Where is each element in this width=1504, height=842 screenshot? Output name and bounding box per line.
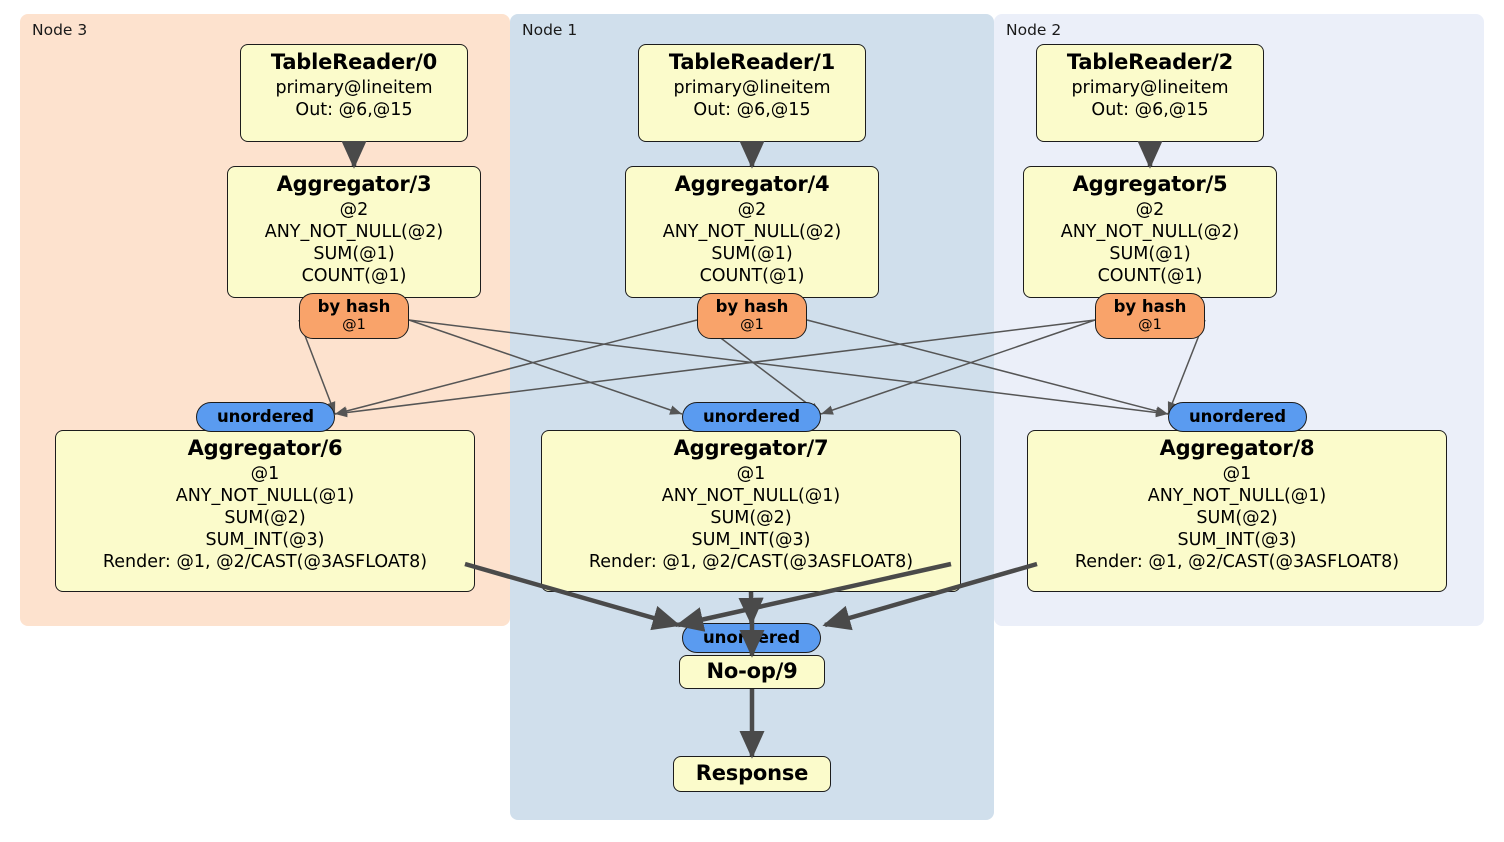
input-sync-unordered7[interactable]: unordered (682, 402, 821, 432)
processor-detail: SUM_INT(@3) (691, 529, 811, 550)
router-type-label: by hash (317, 297, 391, 317)
router-column-label: @1 (1138, 317, 1162, 334)
processor-title: Aggregator/8 (1159, 436, 1315, 460)
processor-aggregator6[interactable]: Aggregator/6 @1 ANY_NOT_NULL(@1) SUM(@2)… (55, 430, 475, 592)
node-region-label: Node 2 (1006, 21, 1062, 39)
processor-detail: primary@lineitem (1071, 77, 1229, 98)
router-column-label: @1 (740, 317, 764, 334)
processor-detail: @2 (1135, 199, 1165, 220)
processor-detail: @1 (736, 463, 766, 484)
processor-render: Render: @1, @2/CAST(@3ASFLOAT8) (588, 551, 914, 572)
processor-detail: ANY_NOT_NULL(@2) (1060, 221, 1240, 242)
processor-title: Response (695, 760, 809, 785)
processor-detail: ANY_NOT_NULL(@1) (1147, 485, 1327, 506)
input-sync-unordered8[interactable]: unordered (1168, 402, 1307, 432)
processor-render: Render: @1, @2/CAST(@3ASFLOAT8) (102, 551, 428, 572)
sync-type-label: unordered (702, 406, 801, 426)
processor-detail: @2 (737, 199, 767, 220)
sync-type-label: unordered (702, 627, 801, 647)
processor-detail: Out: @6,@15 (1091, 99, 1209, 120)
router-type-label: by hash (715, 297, 789, 317)
processor-title: TableReader/1 (668, 50, 836, 74)
processor-detail: Out: @6,@15 (295, 99, 413, 120)
processor-detail: primary@lineitem (275, 77, 433, 98)
processor-detail: SUM(@2) (224, 507, 306, 528)
processor-noop9[interactable]: No-op/9 (679, 655, 825, 689)
processor-render: Render: @1, @2/CAST(@3ASFLOAT8) (1074, 551, 1400, 572)
output-router-hash5[interactable]: by hash @1 (1095, 293, 1205, 339)
processor-tablereader1[interactable]: TableReader/1 primary@lineitem Out: @6,@… (638, 44, 866, 142)
processor-detail: SUM_INT(@3) (1177, 529, 1297, 550)
node-region-label: Node 3 (32, 21, 88, 39)
processor-tablereader0[interactable]: TableReader/0 primary@lineitem Out: @6,@… (240, 44, 468, 142)
processor-detail: SUM_INT(@3) (205, 529, 325, 550)
processor-detail: SUM(@2) (1196, 507, 1278, 528)
processor-title: Aggregator/7 (673, 436, 829, 460)
processor-aggregator4[interactable]: Aggregator/4 @2 ANY_NOT_NULL(@2) SUM(@1)… (625, 166, 879, 298)
processor-aggregator3[interactable]: Aggregator/3 @2 ANY_NOT_NULL(@2) SUM(@1)… (227, 166, 481, 298)
output-router-hash3[interactable]: by hash @1 (299, 293, 409, 339)
node-region-label: Node 1 (522, 21, 578, 39)
processor-detail: ANY_NOT_NULL(@2) (662, 221, 842, 242)
input-sync-unordered6[interactable]: unordered (196, 402, 335, 432)
processor-detail: ANY_NOT_NULL(@1) (175, 485, 355, 506)
processor-detail: @1 (1222, 463, 1252, 484)
router-type-label: by hash (1113, 297, 1187, 317)
processor-title: TableReader/0 (270, 50, 438, 74)
processor-detail: ANY_NOT_NULL(@1) (661, 485, 841, 506)
processor-detail: @2 (339, 199, 369, 220)
processor-response[interactable]: Response (673, 756, 831, 792)
processor-title: Aggregator/6 (187, 436, 343, 460)
router-column-label: @1 (342, 317, 366, 334)
processor-aggregator8[interactable]: Aggregator/8 @1 ANY_NOT_NULL(@1) SUM(@2)… (1027, 430, 1447, 592)
output-router-hash4[interactable]: by hash @1 (697, 293, 807, 339)
processor-tablereader2[interactable]: TableReader/2 primary@lineitem Out: @6,@… (1036, 44, 1264, 142)
processor-title: TableReader/2 (1066, 50, 1234, 74)
processor-title: Aggregator/3 (276, 172, 432, 196)
processor-detail: @1 (250, 463, 280, 484)
processor-detail: SUM(@1) (711, 243, 793, 264)
sync-type-label: unordered (1188, 406, 1287, 426)
processor-detail: SUM(@2) (710, 507, 792, 528)
processor-detail: COUNT(@1) (699, 265, 805, 286)
processor-title: Aggregator/5 (1072, 172, 1228, 196)
sync-type-label: unordered (216, 406, 315, 426)
processor-detail: COUNT(@1) (1097, 265, 1203, 286)
processor-detail: SUM(@1) (1109, 243, 1191, 264)
processor-title: Aggregator/4 (674, 172, 830, 196)
processor-title: No-op/9 (706, 658, 798, 683)
processor-detail: primary@lineitem (673, 77, 831, 98)
processor-detail: COUNT(@1) (301, 265, 407, 286)
processor-detail: Out: @6,@15 (693, 99, 811, 120)
processor-detail: SUM(@1) (313, 243, 395, 264)
processor-aggregator5[interactable]: Aggregator/5 @2 ANY_NOT_NULL(@2) SUM(@1)… (1023, 166, 1277, 298)
processor-aggregator7[interactable]: Aggregator/7 @1 ANY_NOT_NULL(@1) SUM(@2)… (541, 430, 961, 592)
processor-detail: ANY_NOT_NULL(@2) (264, 221, 444, 242)
input-sync-unordered9[interactable]: unordered (682, 623, 821, 653)
